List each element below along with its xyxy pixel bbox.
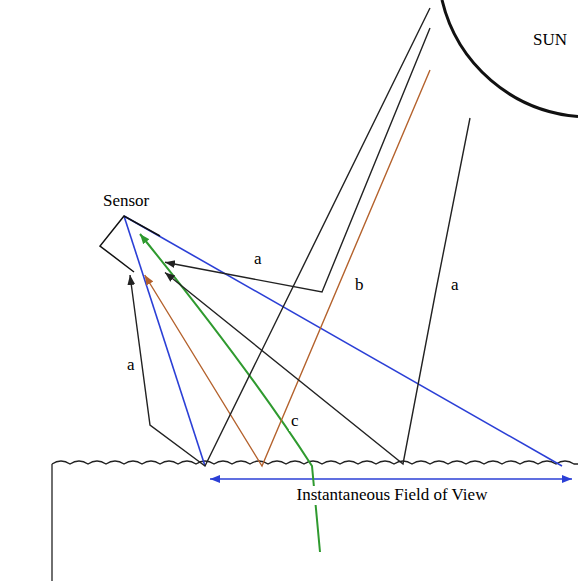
sun-disc-outline bbox=[442, 0, 578, 117]
node-label: Sensor bbox=[103, 192, 149, 211]
node-label: SUN bbox=[533, 31, 567, 50]
ray-label: a bbox=[125, 356, 137, 375]
sensor-box-outline bbox=[100, 216, 160, 272]
ray-label: a bbox=[449, 276, 461, 295]
fov-line bbox=[124, 216, 562, 466]
fov-line bbox=[124, 216, 205, 466]
ray-label: b bbox=[353, 276, 366, 295]
ray-label: a bbox=[252, 250, 264, 269]
ray-label: c bbox=[289, 412, 301, 431]
light-ray bbox=[165, 28, 430, 292]
fov-arrow bbox=[210, 478, 572, 480]
light-ray bbox=[130, 8, 430, 466]
node-outline bbox=[430, 0, 578, 118]
sensor-box: Sensor bbox=[95, 190, 165, 275]
light-ray bbox=[165, 118, 470, 464]
light-ray bbox=[145, 70, 430, 466]
fov-label: Instantaneous Field of View bbox=[295, 486, 490, 505]
sun-disc: SUN bbox=[430, 0, 578, 118]
water-wall bbox=[51, 464, 52, 581]
ground-surface bbox=[52, 461, 578, 464]
